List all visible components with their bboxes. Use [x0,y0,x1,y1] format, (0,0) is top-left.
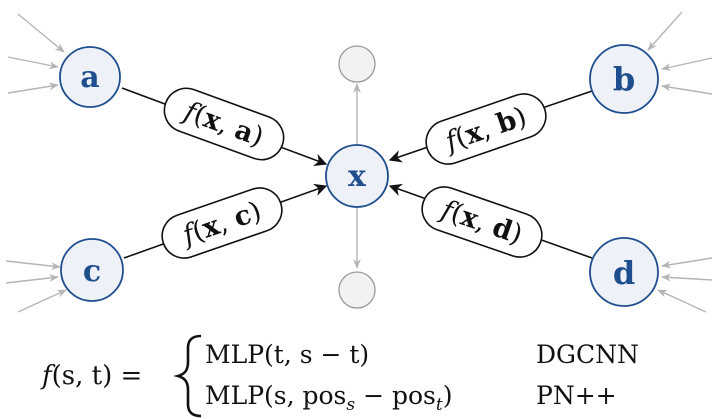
node-b-label: b [613,60,635,98]
case2-method: PN++ [536,381,617,410]
svg-text:f(x, a): f(x, a) [178,95,267,153]
node-d-label: d [613,254,635,292]
incoming-edges-b [647,11,713,95]
cases-brace [173,334,202,418]
incoming-edges-a [7,13,65,94]
case1-expr: MLP(t, s − t) [205,340,369,369]
edge-label-xb: f(x, b) [425,93,547,165]
formula: f(s, t) = MLP(t, s − t) DGCNN MLP(s, pos… [40,334,639,418]
ghost-node-top [338,45,376,83]
edge-label-xa: f(x, a) [163,87,285,161]
node-x-label: x [348,159,367,194]
incoming-edges-c [5,260,67,313]
node-a-label: a [80,60,99,95]
case2-expr: MLP(s, poss − post) [205,381,452,415]
node-x: x [325,144,389,208]
node-a: a [59,46,121,108]
ghost-node-bottom [338,271,376,309]
node-c-label: c [83,254,101,289]
node-c: c [60,238,124,302]
node-d: d [589,237,659,307]
incoming-edges-d [657,257,713,313]
node-b: b [589,44,659,114]
edge-label-xd: f(x, d) [421,186,543,258]
formula-lhs: f(s, t) = [40,361,142,391]
case1-method: DGCNN [536,340,639,369]
edge-label-xc: f(x, c) [161,187,283,259]
